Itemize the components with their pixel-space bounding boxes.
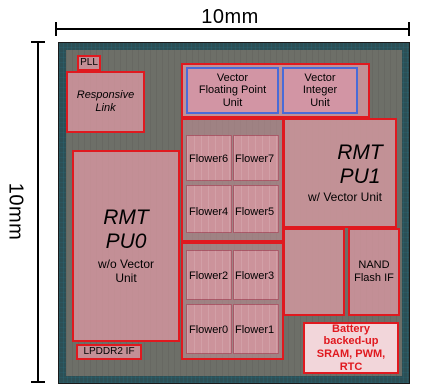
flower2-tile (186, 250, 232, 300)
responsive-link-label-line1: Responsive (76, 89, 135, 102)
pll-block: PLL (77, 55, 101, 71)
width-dimension-label: 10mm (201, 6, 259, 28)
flower7-tile (233, 135, 279, 181)
vfp-label-line1: Vector (216, 71, 249, 84)
vint-label-line2: Integer (302, 84, 338, 97)
flower6-tile (186, 135, 232, 181)
battery-label-line2: backed-up (323, 335, 379, 348)
flower3-label: Flower3 (235, 270, 275, 282)
rmt-pu0-subtitle-line2: Unit (115, 271, 137, 286)
nand-flash-if-block: NAND Flash IF (348, 228, 400, 316)
flower1-label: Flower1 (235, 324, 275, 336)
vint-label-line1: Vector (304, 71, 336, 84)
responsive-link-label-line2: Link (95, 102, 116, 114)
height-dimension-line (37, 41, 39, 383)
vfp-label-line2: Floating Point (198, 84, 267, 97)
rmt-pu0-title-line1: RMT (103, 206, 149, 230)
lpddr2-if-block: LPDDR2 IF (76, 344, 142, 360)
flower3-tile (233, 250, 279, 300)
pll-label: PLL (80, 57, 98, 69)
flower4-tile (186, 185, 232, 233)
nand-label-line1: NAND (358, 259, 390, 272)
rmt-pu1-lower-block (283, 228, 345, 316)
battery-label-line4: RTC (339, 360, 363, 373)
vint-label-line3: Unit (310, 96, 330, 109)
battery-label-line1: Battery (332, 322, 370, 335)
flower7-label: Flower7 (235, 153, 275, 165)
flower6-label: Flower6 (189, 153, 229, 165)
flower0-label: Flower0 (189, 324, 229, 336)
rmt-pu0-title-line2: PU0 (105, 230, 147, 254)
battery-label-line3: SRAM, PWM, (316, 348, 386, 360)
flower5-label: Flower5 (235, 206, 275, 218)
vfp-label-line3: Unit (222, 96, 243, 109)
rmt-pu1-block: RMT PU1 w/ Vector Unit (283, 118, 397, 228)
width-dimension-tick-right (408, 22, 410, 36)
rmt-pu0-subtitle-line1: w/o Vector (97, 257, 155, 272)
lpddr2-label: LPDDR2 IF (83, 346, 135, 358)
flower1-tile (233, 304, 279, 354)
nand-label-line2: Flash IF (354, 272, 394, 284)
height-dimension-label: 10mm (4, 182, 27, 241)
rmt-pu1-title-line1: RMT (337, 140, 383, 164)
flower0-tile (186, 304, 232, 354)
height-dimension-tick-bottom (31, 381, 45, 383)
rmt-pu1-title-line2: PU1 (339, 165, 381, 189)
height-dimension-tick-top (31, 41, 45, 43)
flower4-label: Flower4 (189, 206, 229, 218)
width-dimension-line (55, 28, 410, 30)
vector-integer-unit: Vector Integer Unit (282, 67, 358, 114)
flower5-tile (233, 185, 279, 233)
vector-floating-point-unit: Vector Floating Point Unit (186, 67, 279, 114)
rmt-pu0-block: RMT PU0 w/o Vector Unit (72, 150, 180, 342)
responsive-link-block: Responsive Link (66, 71, 145, 133)
battery-sram-block: Battery backed-up SRAM, PWM, RTC (303, 322, 399, 374)
rmt-pu1-subtitle: w/ Vector Unit (307, 190, 383, 205)
flower2-label: Flower2 (189, 270, 229, 282)
width-dimension-tick-left (55, 22, 57, 36)
